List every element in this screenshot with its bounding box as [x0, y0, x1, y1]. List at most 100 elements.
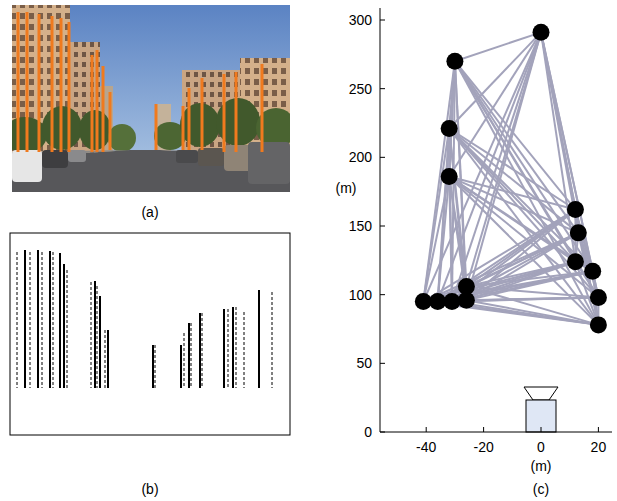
tick-mark: [380, 432, 385, 433]
link-line: [466, 262, 575, 287]
dashed-line: [244, 312, 245, 388]
point-marker: [570, 224, 587, 241]
tick-mark: [380, 363, 385, 364]
solid-line: [59, 253, 61, 388]
link-line: [449, 128, 578, 232]
point-marker: [458, 278, 475, 295]
tick-mark: [426, 427, 427, 432]
panel-label: (b): [141, 482, 158, 496]
point-marker: [590, 316, 607, 333]
tick-mark: [380, 226, 385, 227]
link-line: [466, 286, 598, 324]
link-line: [449, 128, 575, 209]
tick-label: -20: [473, 440, 493, 454]
tick-mark: [598, 427, 599, 432]
dashed-line: [272, 292, 273, 388]
axis-unit: (m): [531, 459, 552, 473]
point-marker: [441, 168, 458, 185]
street-photo: [12, 5, 290, 192]
panel-label: (a): [141, 205, 158, 219]
dashed-line: [67, 270, 68, 388]
dashed-line: [184, 333, 185, 388]
tick-label: 150: [349, 219, 372, 233]
point-marker: [533, 24, 550, 41]
tick-label: 0: [537, 440, 545, 454]
camera-symbol: [524, 387, 558, 432]
tick-mark: [380, 88, 385, 89]
tick-label: -40: [416, 440, 436, 454]
solid-line: [199, 313, 201, 388]
point-marker: [567, 253, 584, 270]
link-line: [449, 128, 598, 324]
point-marker: [444, 293, 461, 310]
solid-line: [37, 250, 39, 388]
tick-mark: [380, 294, 385, 295]
link-line: [423, 177, 449, 302]
point-marker: [567, 201, 584, 218]
dashed-line: [30, 252, 31, 388]
panel-label: (c): [533, 482, 549, 496]
link-line: [449, 177, 466, 287]
solid-line: [180, 345, 182, 388]
link-line: [438, 177, 449, 302]
solid-line: [24, 250, 26, 388]
solid-line: [107, 330, 109, 388]
tick-label: 50: [356, 356, 372, 370]
tick-label: 300: [349, 13, 372, 27]
link-line: [449, 177, 598, 325]
link-line: [438, 128, 449, 301]
solid-line: [232, 307, 234, 388]
dashed-line: [42, 252, 43, 388]
link-line: [466, 271, 592, 286]
point-marker: [584, 263, 601, 280]
solid-line: [94, 281, 96, 388]
axes: [380, 8, 612, 432]
link-line: [423, 128, 449, 301]
point-marker: [446, 53, 463, 70]
dashed-line: [97, 286, 98, 388]
solid-line: [258, 290, 260, 388]
car: [176, 150, 198, 163]
dashed-line: [228, 309, 229, 388]
point-marker: [441, 120, 458, 137]
tick-label: 0: [364, 425, 372, 439]
truck: [248, 142, 290, 184]
solid-line: [63, 264, 65, 388]
link-line: [449, 177, 592, 272]
link-line: [466, 300, 598, 325]
dashed-line: [202, 313, 203, 388]
dashed-line: [105, 330, 106, 388]
car: [42, 150, 68, 168]
tick-label: 20: [591, 440, 607, 454]
panel-frame: [10, 233, 290, 435]
line-set: [17, 250, 272, 388]
tick-label: 100: [349, 288, 372, 302]
solid-line: [223, 309, 225, 388]
tick-label: 200: [349, 150, 372, 164]
solid-line: [99, 296, 101, 388]
solid-line: [49, 251, 51, 388]
tick-mark: [380, 20, 385, 21]
dashed-line: [191, 323, 192, 388]
car: [12, 150, 42, 182]
solid-line: [188, 323, 190, 388]
tick-mark: [483, 427, 484, 432]
dot-set: [415, 24, 607, 334]
tick-label: 250: [349, 82, 372, 96]
dashed-line: [91, 282, 92, 388]
link-line: [466, 297, 598, 300]
solid-line: [152, 345, 154, 388]
car: [68, 150, 86, 162]
axis-unit: (m): [336, 181, 357, 195]
tick-mark: [380, 157, 385, 158]
point-marker: [590, 289, 607, 306]
sky: [12, 5, 290, 192]
link-line: [449, 32, 541, 176]
dashed-line: [17, 252, 18, 388]
tick-mark: [541, 427, 542, 432]
car: [198, 148, 224, 166]
link-set: [423, 32, 598, 325]
orange-line-set: [18, 12, 262, 152]
dashed-line: [236, 307, 237, 388]
